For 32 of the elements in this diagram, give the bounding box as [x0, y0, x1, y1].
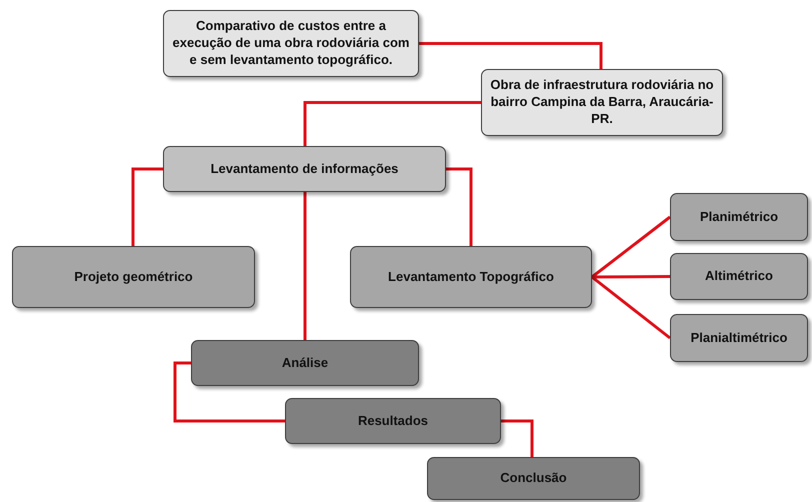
- connector-line: [591, 276, 671, 340]
- connector-line: [592, 275, 670, 278]
- connector-line: [304, 101, 481, 146]
- box-text: Planialtimétrico: [690, 330, 788, 346]
- box-text: Levantamento de informações: [210, 160, 398, 178]
- box-text: Projeto geométrico: [74, 268, 193, 286]
- box-text: Análise: [282, 354, 328, 372]
- connector-line: [174, 362, 285, 422]
- process-box: [670, 253, 808, 300]
- process-box: [670, 193, 808, 241]
- connector-line: [446, 168, 472, 246]
- process-box: [163, 146, 446, 192]
- process-box: [191, 340, 419, 386]
- box-text: Obra de infraestrutura rodoviária no bairro Campina da Barra, Araucária-PR.: [489, 77, 715, 128]
- process-box: [12, 246, 255, 308]
- process-box: [670, 314, 808, 362]
- connector-line: [419, 42, 602, 69]
- process-box: [481, 69, 723, 136]
- box-text: Conclusão: [500, 470, 567, 487]
- connector-line: [591, 216, 671, 278]
- box-text: Altimétrico: [705, 268, 773, 285]
- process-box: [285, 398, 501, 444]
- box-text: Resultados: [358, 412, 428, 430]
- box-text: Levantamento Topográfico: [388, 268, 554, 286]
- connector-line: [501, 420, 534, 457]
- connector-line: [304, 192, 306, 340]
- process-box: [350, 246, 592, 308]
- box-text: Comparativo de custos entre a execução de uma obra rodoviária com e sem levantamento topográfico.: [172, 18, 410, 69]
- connector-line: [132, 168, 163, 246]
- process-box: [163, 10, 419, 77]
- process-box: [427, 457, 640, 500]
- box-text: Planimétrico: [700, 208, 778, 226]
